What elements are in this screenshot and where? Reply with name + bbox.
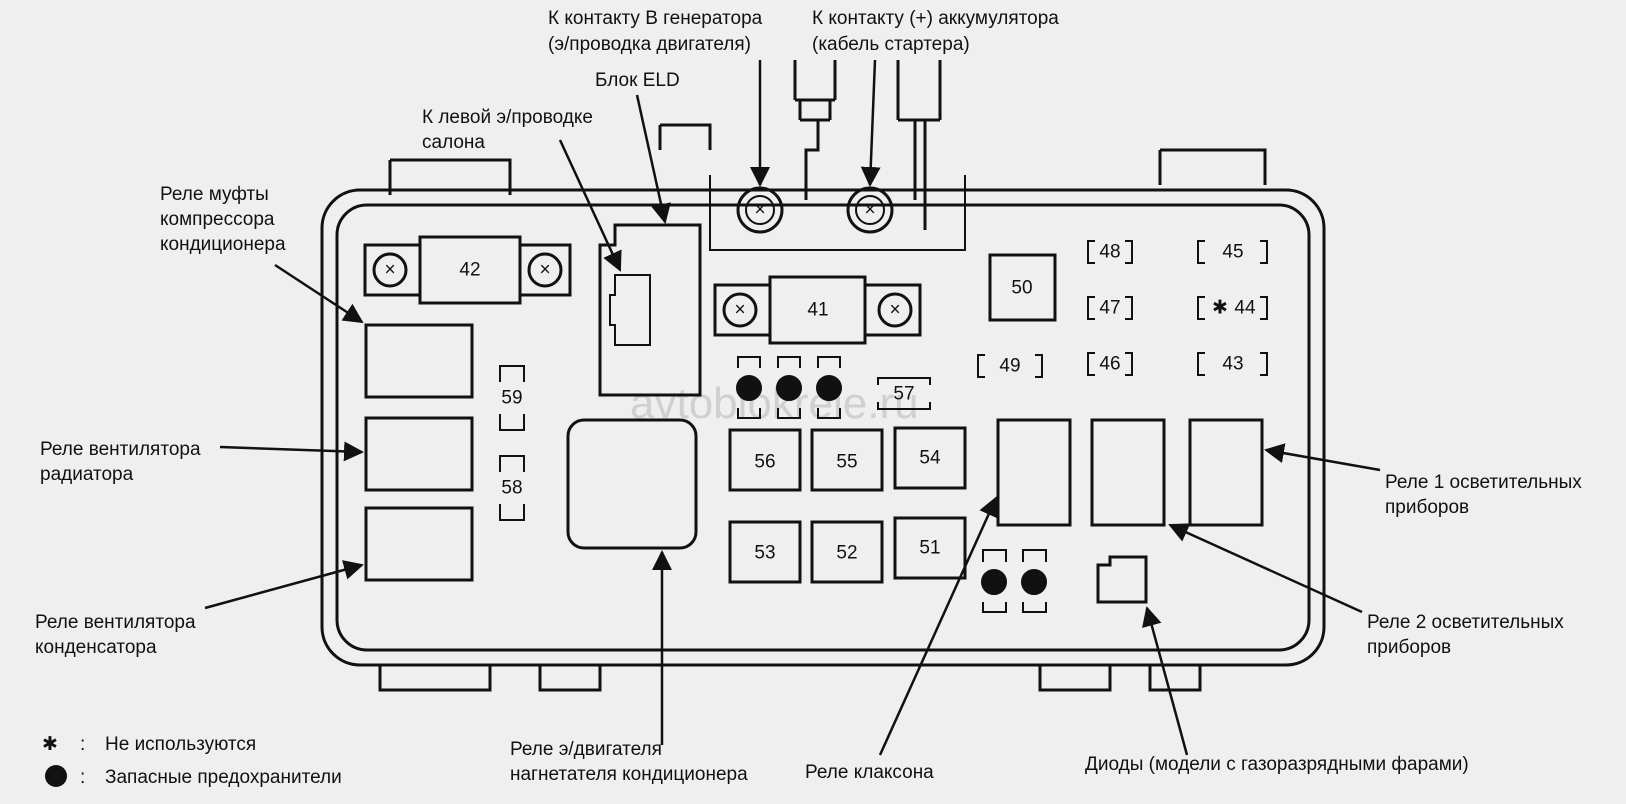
label-left-wiring-sub: салона (422, 132, 485, 153)
legend-spare: Запасные предохранители (105, 767, 342, 788)
label-diodes: Диоды (модели с газоразрядными фарами) (1085, 754, 1469, 775)
fuse-number: 59 (501, 388, 522, 409)
fuse-number: 51 (919, 538, 940, 559)
label-generator-sub: (э/проводка двигателя) (548, 34, 751, 55)
label-battery: К контакту (+) аккумулятора (812, 8, 1059, 29)
fuse-number: 44 (1234, 298, 1256, 319)
fuse-box-housing (320, 123, 1326, 692)
fuse-47 (1087, 296, 1133, 320)
legend: ✱ : Не используются : Запасные предохран… (42, 734, 342, 788)
legend-sep: : (80, 734, 85, 755)
diode-unit (1096, 555, 1148, 604)
fuse-46 (1087, 352, 1133, 376)
relay-horn (996, 418, 1072, 527)
label-lighting-1-sub: приборов (1385, 497, 1469, 518)
spare-fuse-slots-top (736, 356, 842, 419)
asterisk-icon: ✱ (1212, 298, 1228, 319)
fuse-53 (728, 520, 802, 584)
relay-lighting-1 (1188, 418, 1264, 527)
legend-sep: : (80, 767, 85, 788)
bolt-icon: × (734, 300, 745, 321)
label-condenser-fan: Реле вентилятора (35, 612, 196, 633)
fuse-number: 48 (1099, 242, 1120, 263)
callout-arrows (204, 59, 1381, 756)
label-clutch-relay-3: кондиционера (160, 234, 286, 255)
spare-fuse-dot (1021, 569, 1047, 595)
relay-condenser-fan (364, 506, 474, 582)
cables (793, 60, 942, 230)
fuse-number: 54 (919, 448, 941, 469)
bolt-icon: × (384, 260, 395, 281)
fuse-number: 50 (1011, 278, 1032, 299)
asterisk-icon: ✱ (42, 734, 58, 755)
bolt-icon: × (754, 200, 765, 221)
fuse-51 (893, 516, 967, 580)
fuse-number: 56 (754, 452, 775, 473)
relay-blower-motor (566, 418, 698, 550)
fuse-49 (977, 354, 1043, 378)
bolt-icon: × (539, 260, 550, 281)
fuse-number: 55 (836, 452, 857, 473)
fuse-48 (1087, 240, 1133, 264)
fuse-59: 59 (499, 365, 525, 431)
terminal-battery: × (846, 186, 894, 234)
label-lighting-2-sub: приборов (1367, 637, 1451, 658)
fuse-54 (893, 426, 967, 490)
label-radiator-fan: Реле вентилятора (40, 439, 201, 460)
fuse-number: 41 (807, 300, 828, 321)
label-radiator-fan-sub: радиатора (40, 464, 134, 485)
fuse-44 (1197, 296, 1268, 320)
labels: К контакту B генератора (э/проводка двиг… (35, 8, 1582, 785)
fuse-45 (1197, 240, 1268, 264)
fuse-43 (1197, 352, 1268, 376)
fuse-number: 53 (754, 543, 775, 564)
fuse-56 (728, 428, 802, 492)
fuse-number: 49 (999, 356, 1020, 377)
label-battery-sub: (кабель стартера) (812, 34, 970, 55)
label-clutch-relay-2: компрессора (160, 209, 275, 230)
fuse-57: 57 (877, 377, 931, 410)
bolt-icon: × (864, 200, 875, 221)
fuse-number: 47 (1099, 298, 1120, 319)
label-condenser-fan-sub: конденсатора (35, 637, 157, 658)
label-eld: Блок ELD (595, 70, 680, 91)
eld-unit (598, 223, 702, 397)
label-lighting-2: Реле 2 осветительных (1367, 612, 1564, 633)
fuse-number: 43 (1222, 354, 1243, 375)
fuse-42: × × 42 (363, 235, 572, 305)
relay-lighting-2 (1090, 418, 1166, 527)
spare-dot-icon (45, 765, 67, 787)
spare-fuse-slots-bottom (981, 549, 1047, 613)
fuse-number: 52 (836, 543, 857, 564)
fuse-50 (988, 253, 1057, 322)
fuse-number: 58 (501, 478, 522, 499)
fuse-52 (810, 520, 884, 584)
legend-unused: Не используются (105, 734, 256, 755)
label-left-wiring: К левой э/проводке (422, 107, 593, 128)
label-clutch-relay: Реле муфты (160, 184, 269, 205)
spare-fuse-dot (816, 375, 842, 401)
fuse-number: 57 (893, 384, 914, 405)
spare-fuse-dot (981, 569, 1007, 595)
label-blower: Реле э/двигателя (510, 739, 662, 760)
fuse-number: 45 (1222, 242, 1243, 263)
label-blower-sub: нагнетателя кондиционера (510, 764, 748, 785)
label-generator: К контакту B генератора (548, 8, 763, 29)
bolt-icon: × (889, 300, 900, 321)
fuse-number: 46 (1099, 354, 1120, 375)
relay-radiator-fan (364, 416, 474, 492)
fuse-55 (810, 428, 884, 492)
fuse-58: 58 (499, 455, 525, 521)
fuse-number: 42 (459, 260, 480, 281)
fuse-41: × × 41 (713, 275, 922, 345)
label-horn: Реле клаксона (805, 762, 934, 783)
relay-ac-clutch (364, 323, 474, 399)
terminal-generator: × (736, 186, 784, 234)
spare-fuse-dot (776, 375, 802, 401)
spare-fuse-dot (736, 375, 762, 401)
label-lighting-1: Реле 1 осветительных (1385, 472, 1582, 493)
